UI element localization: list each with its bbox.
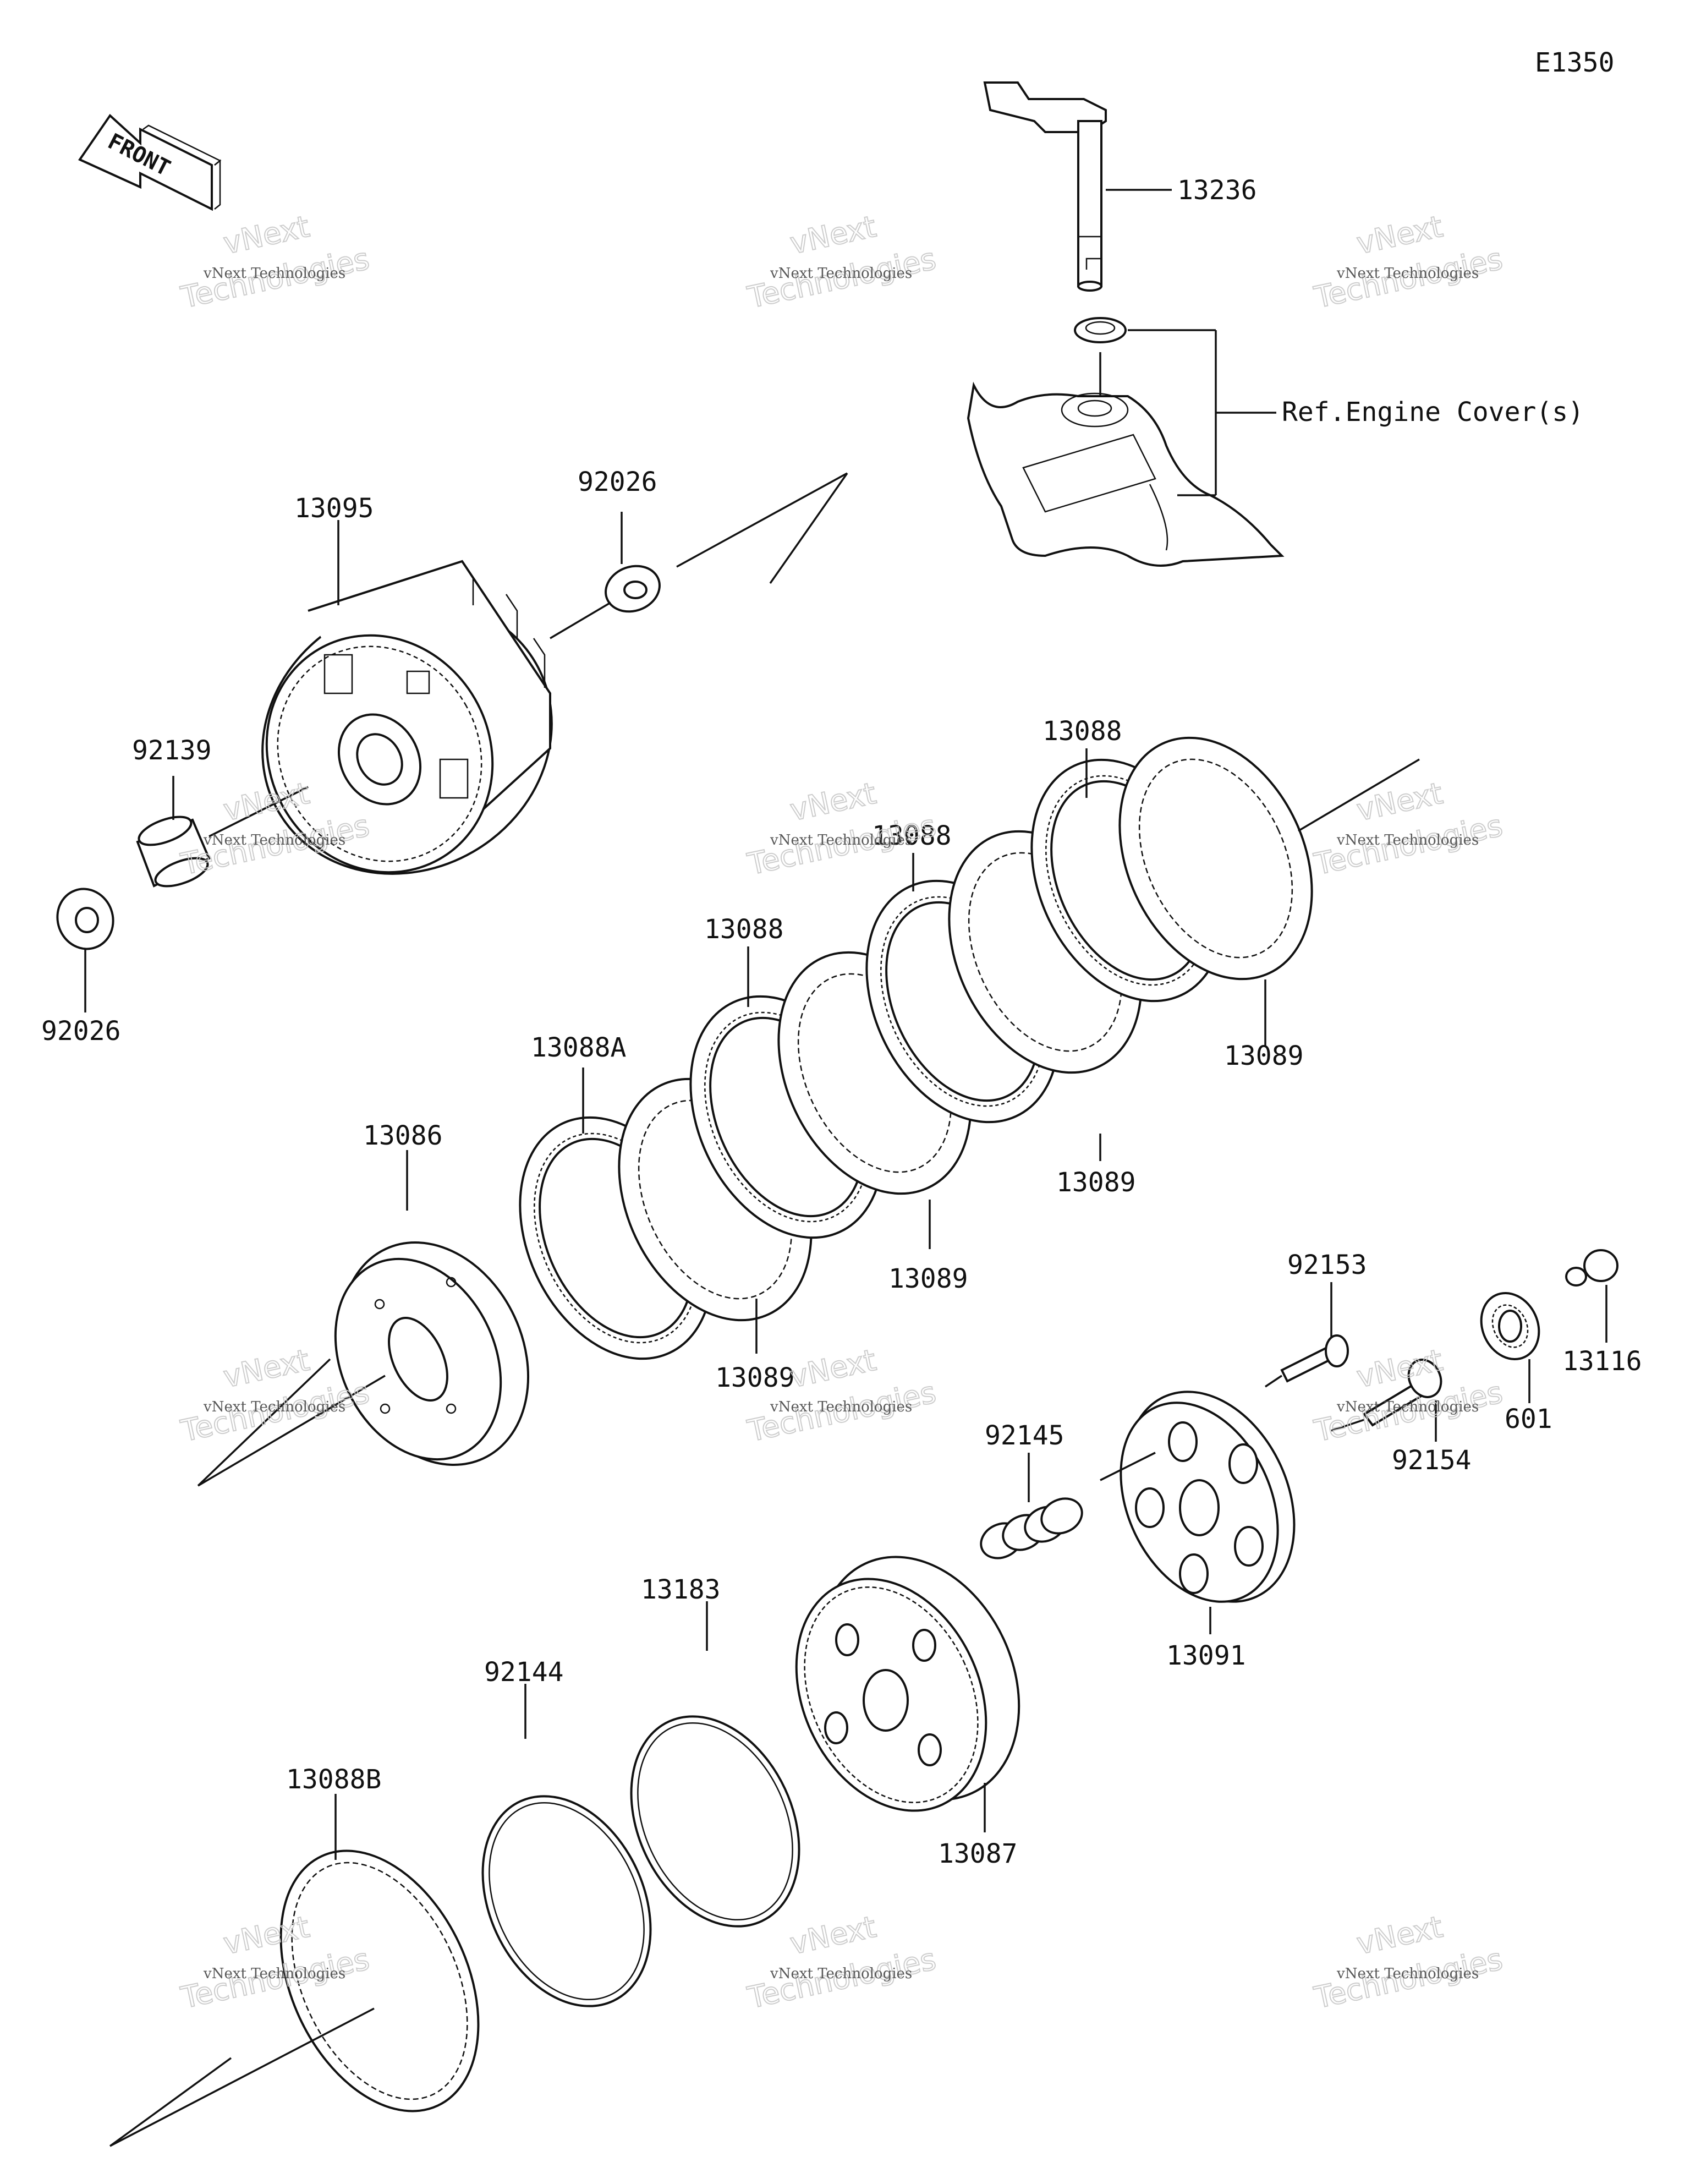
label-92153: 92153 [1287, 1250, 1367, 1280]
label-13088-3: 13088 [1042, 716, 1122, 747]
label-13089-3: 13089 [1056, 1167, 1136, 1198]
svg-text:vNext Technologies: vNext Technologies [1336, 1966, 1479, 1982]
part-92144-ring [481, 1684, 652, 2007]
part-92139-sleeve [136, 776, 309, 888]
label-13091: 13091 [1166, 1640, 1246, 1671]
svg-text:vNext Technologies: vNext Technologies [1336, 1399, 1479, 1415]
label-13086: 13086 [363, 1120, 443, 1151]
svg-text:vNext: vNext [221, 1343, 312, 1394]
part-13236-shaft [983, 81, 1172, 292]
label-13088-2: 13088 [872, 820, 952, 851]
part-92154-bolt [1331, 1359, 1442, 1442]
svg-text:vNext: vNext [221, 209, 312, 261]
label-13089-1: 13089 [715, 1362, 795, 1393]
part-13088B-plate [109, 1794, 480, 2147]
part-92026-washer-lower [56, 888, 114, 1012]
watermark: vNext Technologies vNext Technologies [744, 1909, 939, 2016]
engine-cover-reference: Ref.Engine Cover(s) [967, 317, 1584, 567]
watermark: vNext Technologies vNext Technologies [177, 209, 372, 316]
svg-text:vNext: vNext [787, 209, 879, 261]
svg-text:vNext Technologies: vNext Technologies [770, 832, 912, 849]
svg-text:vNext: vNext [1354, 1909, 1446, 1961]
label-92145: 92145 [985, 1420, 1065, 1451]
label-92154: 92154 [1392, 1445, 1472, 1476]
part-92145-spring [980, 1453, 1083, 1559]
watermark: vNext Technologies vNext Technologies [744, 775, 939, 883]
label-13088B: 13088B [286, 1764, 381, 1795]
svg-text:vNext: vNext [787, 776, 879, 828]
label-13183: 13183 [641, 1574, 721, 1605]
clutch-plate-stack [519, 736, 1420, 1360]
part-601-bearing [1480, 1291, 1540, 1403]
svg-text:vNext: vNext [1354, 209, 1446, 261]
label-13088-1: 13088 [704, 914, 784, 945]
part-13091-pressure-plate [1100, 1391, 1296, 1634]
watermark: vNext Technologies vNext Technologies [744, 1342, 939, 1449]
part-13087-clutch-hub [795, 1556, 1020, 1832]
label-601: 601 [1505, 1404, 1552, 1435]
label-92026-lower: 92026 [41, 1016, 121, 1047]
svg-text:vNext: vNext [1354, 776, 1446, 828]
part-13095-clutch-housing [261, 520, 553, 875]
label-92026-upper: 92026 [578, 467, 657, 497]
part-13183-ring [630, 1601, 800, 1928]
svg-text:vNext: vNext [787, 1343, 879, 1394]
label-13089-4: 13089 [1224, 1041, 1304, 1071]
svg-text:vNext Technologies: vNext Technologies [203, 1966, 345, 1982]
label-13116: 13116 [1562, 1346, 1642, 1377]
svg-text:vNext Technologies: vNext Technologies [203, 1399, 345, 1415]
part-92153-bolt [1265, 1282, 1349, 1388]
part-labels: 13236 13095 92026 92139 92026 13088 1308… [41, 175, 1642, 1869]
watermark: vNext Technologies vNext Technologies [1310, 1909, 1506, 2016]
part-13116-pin [1565, 1249, 1618, 1343]
label-92144: 92144 [484, 1657, 564, 1688]
watermark: vNext Technologies vNext Technologies [1310, 775, 1506, 883]
svg-text:vNext Technologies: vNext Technologies [1336, 832, 1479, 849]
svg-text:vNext Technologies: vNext Technologies [770, 1966, 912, 1982]
label-13088A: 13088A [531, 1032, 626, 1063]
label-13089-2: 13089 [888, 1263, 968, 1294]
part-92026-washer-upper [550, 472, 848, 639]
svg-text:vNext Technologies: vNext Technologies [770, 265, 912, 282]
part-13086-plate [197, 1150, 530, 1487]
label-13236: 13236 [1177, 175, 1257, 206]
label-13087: 13087 [938, 1838, 1018, 1869]
label-13095: 13095 [294, 493, 374, 524]
svg-text:vNext Technologies: vNext Technologies [203, 832, 345, 849]
watermark: vNext Technologies vNext Technologies [1310, 209, 1506, 316]
svg-text:vNext: vNext [787, 1909, 879, 1961]
svg-text:vNext Technologies: vNext Technologies [770, 1399, 912, 1415]
label-92139: 92139 [132, 735, 212, 766]
front-arrow-icon: FRONT [78, 113, 222, 211]
watermark: vNext Technologies vNext Technologies [744, 209, 939, 316]
svg-text:vNext Technologies: vNext Technologies [1336, 265, 1479, 282]
reference-label: Ref.Engine Cover(s) [1282, 397, 1584, 428]
svg-text:vNext Technologies: vNext Technologies [203, 265, 345, 282]
diagram-code: E1350 [1535, 47, 1615, 78]
